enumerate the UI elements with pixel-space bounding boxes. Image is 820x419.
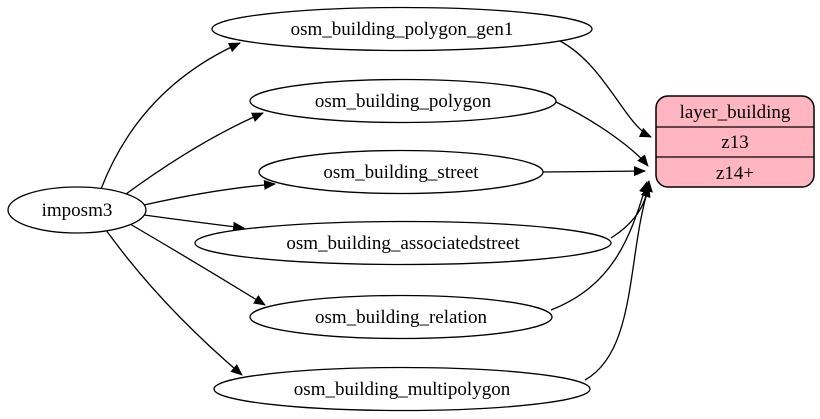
edge-imposm3-to-osm-building-multipolygon (105, 229, 243, 376)
node-osm-building-polygon-gen1: osm_building_polygon_gen1 (211, 6, 593, 52)
osm-building-street-ellipse (258, 149, 544, 195)
osm-building-relation-ellipse (249, 294, 553, 340)
osm-building-multipolygon-label: osm_building_multipolygon (294, 379, 511, 400)
node-osm-building-street: osm_building_street (258, 149, 544, 195)
node-imposm3: imposm3 (7, 186, 147, 234)
edge-imposm3-to-osm-building-polygon-gen1 (100, 42, 241, 190)
edge-osm-building-polygon-gen1-to-z13 (559, 40, 652, 138)
node-osm-building-associatedstreet: osm_building_associatedstreet (194, 220, 612, 266)
osm-building-polygon-label: osm_building_polygon (315, 91, 492, 112)
node-osm-building-relation: osm_building_relation (249, 294, 553, 340)
osm-building-polygon-gen1-ellipse (211, 6, 593, 52)
node-osm-building-multipolygon: osm_building_multipolygon (213, 366, 591, 412)
osm-building-multipolygon-ellipse (213, 366, 591, 412)
edge-osm-building-street-to-z14 (542, 166, 646, 177)
imposm3-ellipse (7, 186, 147, 234)
node-osm-building-polygon: osm_building_polygon (249, 78, 557, 124)
osm-building-relation-label: osm_building_relation (315, 307, 488, 328)
edge-osm-building-multipolygon-to-z14 (584, 185, 651, 381)
edge-group (100, 40, 653, 381)
layer-building-row-z14: z14+ (716, 163, 754, 184)
layer-building-title: layer_building (680, 102, 791, 123)
node-layer-building: layer_building z13 z14+ (655, 95, 815, 188)
edge-imposm3-to-osm-building-relation (129, 223, 266, 306)
osm-building-associatedstreet-ellipse (194, 220, 612, 266)
edge-imposm3-to-osm-building-street (143, 179, 276, 206)
osm-building-polygon-gen1-label: osm_building_polygon_gen1 (291, 19, 514, 40)
edge-imposm3-to-osm-building-polygon (125, 112, 264, 195)
edge-osm-building-relation-to-z14 (550, 181, 649, 311)
layer-building-box (655, 95, 815, 188)
osm-building-associatedstreet-label: osm_building_associatedstreet (286, 233, 520, 254)
edge-imposm3-to-osm-building-associatedstreet (143, 214, 245, 232)
osm-building-polygon-ellipse (249, 78, 557, 124)
layer-building-row-z13: z13 (721, 132, 748, 153)
edge-osm-building-polygon-to-z14 (555, 101, 649, 167)
imposm3-label: imposm3 (42, 200, 113, 221)
osm-building-street-label: osm_building_street (323, 162, 479, 183)
